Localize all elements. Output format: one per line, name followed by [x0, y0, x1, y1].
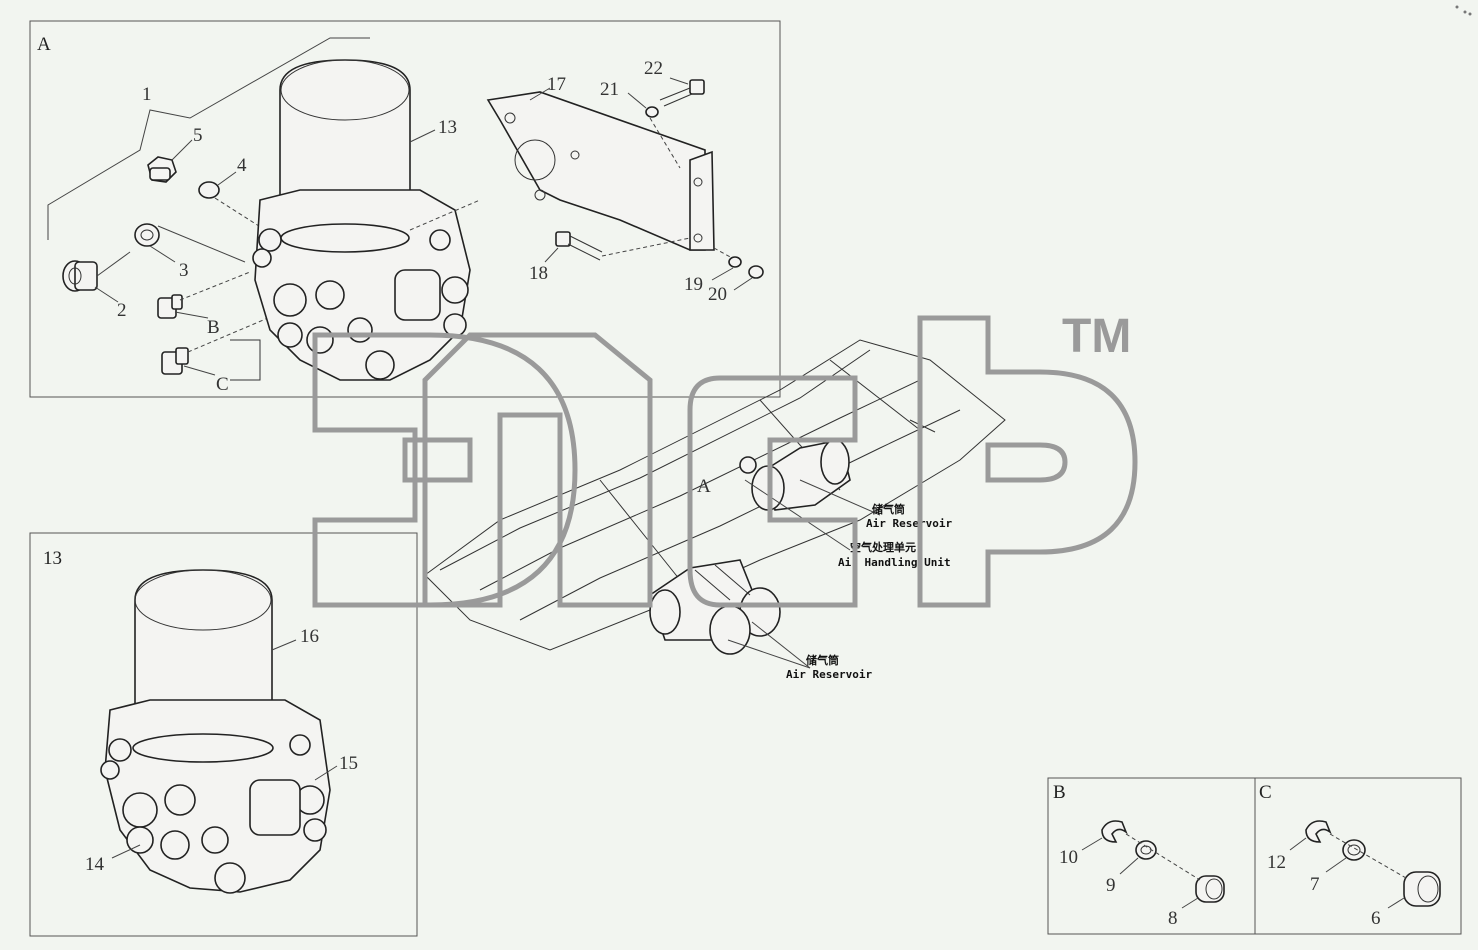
- panel-c-frame: [1254, 777, 1462, 935]
- callout-21: 21: [600, 79, 619, 100]
- callout-18: 18: [529, 263, 548, 284]
- watermark-tm: TM: [1062, 310, 1131, 363]
- callout-20: 20: [708, 284, 727, 305]
- callout-6: 6: [1371, 908, 1381, 929]
- leader-1: [47, 37, 370, 240]
- callout-13: 13: [438, 117, 457, 138]
- leader-20: [733, 277, 753, 291]
- panel-13: 13 16 15 14: [29, 532, 418, 937]
- bolt-18: [555, 231, 603, 261]
- air-reservoir-top: [739, 439, 851, 511]
- callout-16: 16: [300, 626, 319, 647]
- leader-5: [171, 139, 193, 161]
- chassis-ref-a: A: [697, 476, 711, 497]
- panel-a-frame: [29, 20, 781, 398]
- air-dryer-13: [252, 59, 471, 381]
- air-dryer-detail: [100, 569, 331, 894]
- reservoir-bottom-en: Air Reservoir: [786, 668, 872, 681]
- leader-14: [111, 844, 141, 859]
- callout-15: 15: [339, 753, 358, 774]
- leader-16: [271, 639, 297, 651]
- panel-a: A 1 5 4 3 2: [29, 20, 781, 398]
- plug-b: [157, 294, 183, 319]
- callout-7: 7: [1310, 874, 1320, 895]
- washer-21: [645, 106, 659, 118]
- panel-a-label: A: [37, 34, 51, 55]
- leader-21: [627, 92, 647, 109]
- leader-15: [314, 765, 338, 781]
- reservoir-top-cn: 储气筒: [872, 502, 905, 516]
- reservoir-top-en: Air Reservoir: [866, 517, 952, 530]
- washer-3: [134, 223, 160, 247]
- nut-20: [748, 265, 764, 279]
- seal-9: [1135, 840, 1157, 860]
- leader-c: [183, 365, 216, 376]
- plug-5: [147, 156, 177, 183]
- fitting-8: [1195, 875, 1225, 903]
- watermark-logo: TM: [312, 310, 1138, 608]
- callout-22: 22: [644, 58, 663, 79]
- leader-12: [1289, 837, 1307, 851]
- callout-12: 12: [1267, 852, 1286, 873]
- callout-c: C: [216, 374, 229, 395]
- seal-7: [1342, 839, 1366, 861]
- callout-19: 19: [684, 274, 703, 295]
- leader-8: [1181, 897, 1199, 909]
- leader-17: [529, 87, 551, 101]
- leader-19: [711, 267, 734, 281]
- leader-b: [174, 311, 209, 319]
- leader-4: [217, 171, 237, 186]
- callout-10: 10: [1059, 847, 1078, 868]
- corner-marks: [1455, 5, 1472, 16]
- fitting-6: [1403, 871, 1441, 907]
- leader-13: [409, 129, 436, 143]
- leader-22: [669, 77, 689, 85]
- fitting-2: [62, 260, 98, 292]
- plug-c: [161, 347, 189, 375]
- callout-5: 5: [193, 125, 203, 146]
- panel-13-frame: [29, 532, 418, 937]
- oring-4: [198, 181, 220, 199]
- clip-10: [1101, 820, 1128, 843]
- leader-6: [1387, 897, 1405, 909]
- panel-13-label: 13: [43, 548, 62, 569]
- clip-12: [1305, 820, 1332, 843]
- leader-10: [1081, 837, 1103, 851]
- panel-b-label: B: [1053, 782, 1066, 803]
- panel-b: B 10 9 8: [1047, 777, 1256, 935]
- leader-7: [1325, 857, 1347, 873]
- callout-2: 2: [117, 300, 127, 321]
- washer-19: [728, 256, 742, 268]
- leader-18: [544, 247, 559, 263]
- panel-c-label: C: [1259, 782, 1272, 803]
- panel-c: C 12 7 6: [1254, 777, 1462, 935]
- callout-1: 1: [142, 84, 152, 105]
- reservoir-bottom-cn: 储气筒: [806, 653, 839, 667]
- callout-17: 17: [547, 74, 566, 95]
- handling-unit-cn: 空气处理单元: [850, 540, 916, 554]
- callout-b: B: [207, 317, 220, 338]
- callout-9: 9: [1106, 875, 1116, 896]
- bolt-22: [659, 79, 705, 107]
- leader-2: [94, 286, 119, 303]
- callout-14: 14: [85, 854, 105, 875]
- callout-8: 8: [1168, 908, 1178, 929]
- bracket-17: [486, 91, 715, 251]
- leader-3: [149, 245, 176, 263]
- callout-3: 3: [179, 260, 189, 281]
- leader-9: [1119, 857, 1139, 875]
- callout-4: 4: [237, 155, 247, 176]
